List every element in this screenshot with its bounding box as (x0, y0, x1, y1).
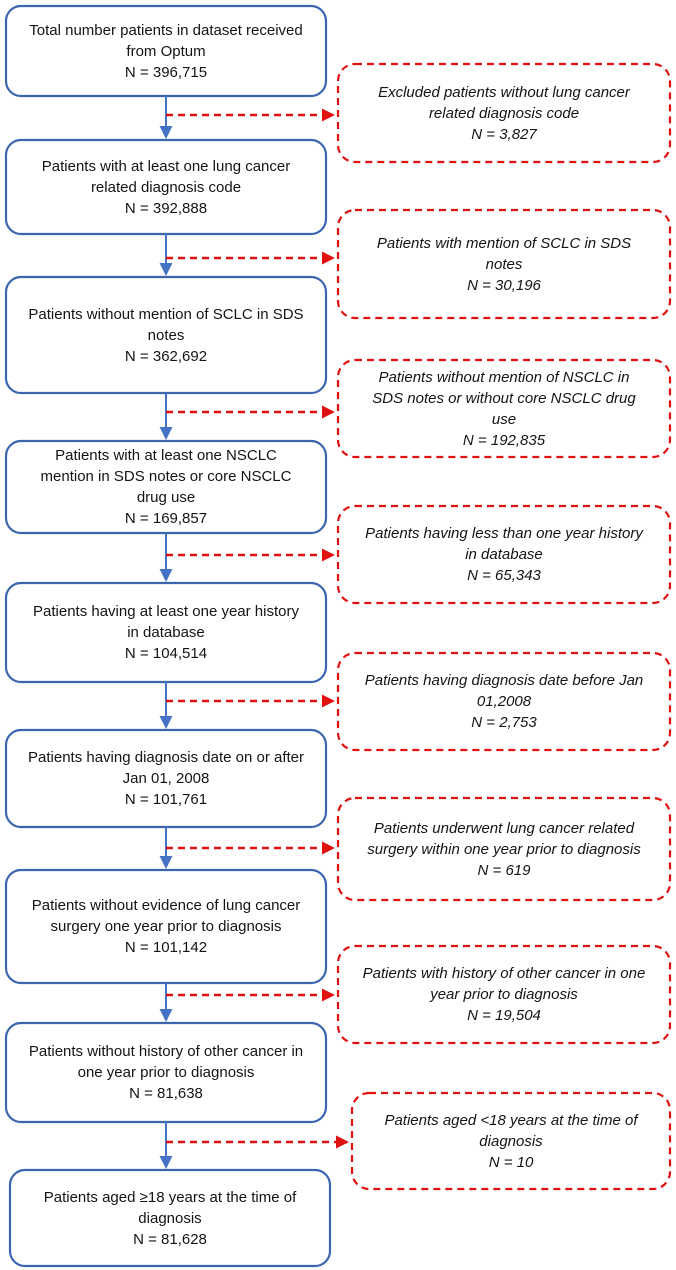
exclusion-box-outline (336, 208, 672, 320)
step-label: Patients with at least one lung cancer r… (41, 157, 291, 196)
step-n: N = 396,715 (124, 63, 208, 81)
step-n: N = 81,628 (133, 1230, 207, 1248)
exclusion-n: N = 30,196 (467, 276, 541, 294)
exclusion-n: N = 3,827 (471, 125, 537, 143)
exclusion-n: N = 619 (477, 861, 531, 879)
exclusion-label: Excluded patients without lung cancer re… (378, 83, 630, 122)
step-box-no-other-cancer: Patients without history of other cancer… (6, 1023, 326, 1122)
step-n: N = 104,514 (124, 645, 208, 662)
step-box-one-year-history: Patients having at least one year histor… (6, 583, 326, 682)
exclusion-label: Patients with history of other cancer in… (362, 965, 646, 1003)
exclusion-n: N = 65,343 (467, 567, 541, 584)
step-label: Patients without mention of SCLC in SDS … (28, 305, 304, 344)
exclusion-label: Patients aged <18 years at the time of d… (384, 1111, 638, 1150)
exclusion-label: Patients having less than one year histo… (365, 525, 643, 563)
exclusion-box-no-dx-code: Excluded patients without lung cancer re… (338, 64, 670, 162)
step-label: Patients without evidence of lung cancer… (31, 897, 301, 935)
exclusion-box-outline (336, 796, 672, 902)
step-n: N = 169,857 (124, 510, 208, 527)
exclusion-box-other-cancer-history: Patients with history of other cancer in… (338, 946, 670, 1043)
exclusion-n: N = 2,753 (471, 714, 537, 731)
step-label: Patients with at least one NSCLC mention… (40, 447, 292, 506)
exclusion-box-outline (336, 358, 672, 459)
step-label: Patients having diagnosis date on or aft… (28, 749, 305, 787)
exclusion-n: N = 19,504 (467, 1007, 541, 1024)
step-box-nsclc-mention: Patients with at least one NSCLC mention… (6, 441, 326, 533)
exclusion-box-outline (336, 62, 672, 164)
exclusion-n: N = 10 (488, 1153, 534, 1171)
step-label: Patients aged ≥18 years at the time of d… (43, 1188, 297, 1227)
exclusion-box-dx-before-2008: Patients having diagnosis date before Ja… (338, 653, 670, 750)
exclusion-box-surgery-prior: Patients underwent lung cancer related s… (338, 798, 670, 900)
exclusion-label: Patients without mention of NSCLC in SDS… (372, 368, 636, 428)
exclusion-box-no-nsclc-mention: Patients without mention of NSCLC in SDS… (338, 360, 670, 457)
step-n: N = 101,761 (124, 791, 208, 808)
exclusion-box-outline (336, 504, 672, 605)
step-box-aged-18-plus: Patients aged ≥18 years at the time of d… (10, 1170, 330, 1266)
step-label: Total number patients in dataset receive… (29, 21, 303, 60)
step-label: Patients without history of other cancer… (28, 1043, 304, 1081)
step-box-total-patients: Total number patients in dataset receive… (6, 6, 326, 96)
step-box-dx-after-2008: Patients having diagnosis date on or aft… (6, 730, 326, 827)
exclusion-label: Patients with mention of SCLC in SDS not… (376, 234, 632, 273)
step-label: Patients having at least one year histor… (33, 603, 299, 641)
exclusion-label: Patients underwent lung cancer related s… (367, 819, 641, 858)
exclusion-box-under-18: Patients aged <18 years at the time of d… (352, 1093, 670, 1189)
step-box-no-sclc-mention: Patients without mention of SCLC in SDS … (6, 277, 326, 393)
step-n: N = 101,142 (124, 939, 208, 956)
step-box-no-surgery: Patients without evidence of lung cancer… (6, 870, 326, 983)
exclusion-box-outline (350, 1091, 672, 1191)
exclusion-n: N = 192,835 (462, 431, 546, 449)
exclusion-box-sclc-mention: Patients with mention of SCLC in SDS not… (338, 210, 670, 318)
exclusion-label: Patients having diagnosis date before Ja… (364, 672, 644, 710)
exclusion-box-outline (336, 944, 672, 1045)
exclusion-box-outline (336, 651, 672, 752)
step-n: N = 362,692 (124, 347, 208, 365)
step-n: N = 392,888 (124, 199, 208, 217)
step-box-lung-cancer-dx-code: Patients with at least one lung cancer r… (6, 140, 326, 234)
exclusion-box-less-one-year-history: Patients having less than one year histo… (338, 506, 670, 603)
step-box-outline (8, 1168, 332, 1268)
step-n: N = 81,638 (129, 1085, 203, 1102)
